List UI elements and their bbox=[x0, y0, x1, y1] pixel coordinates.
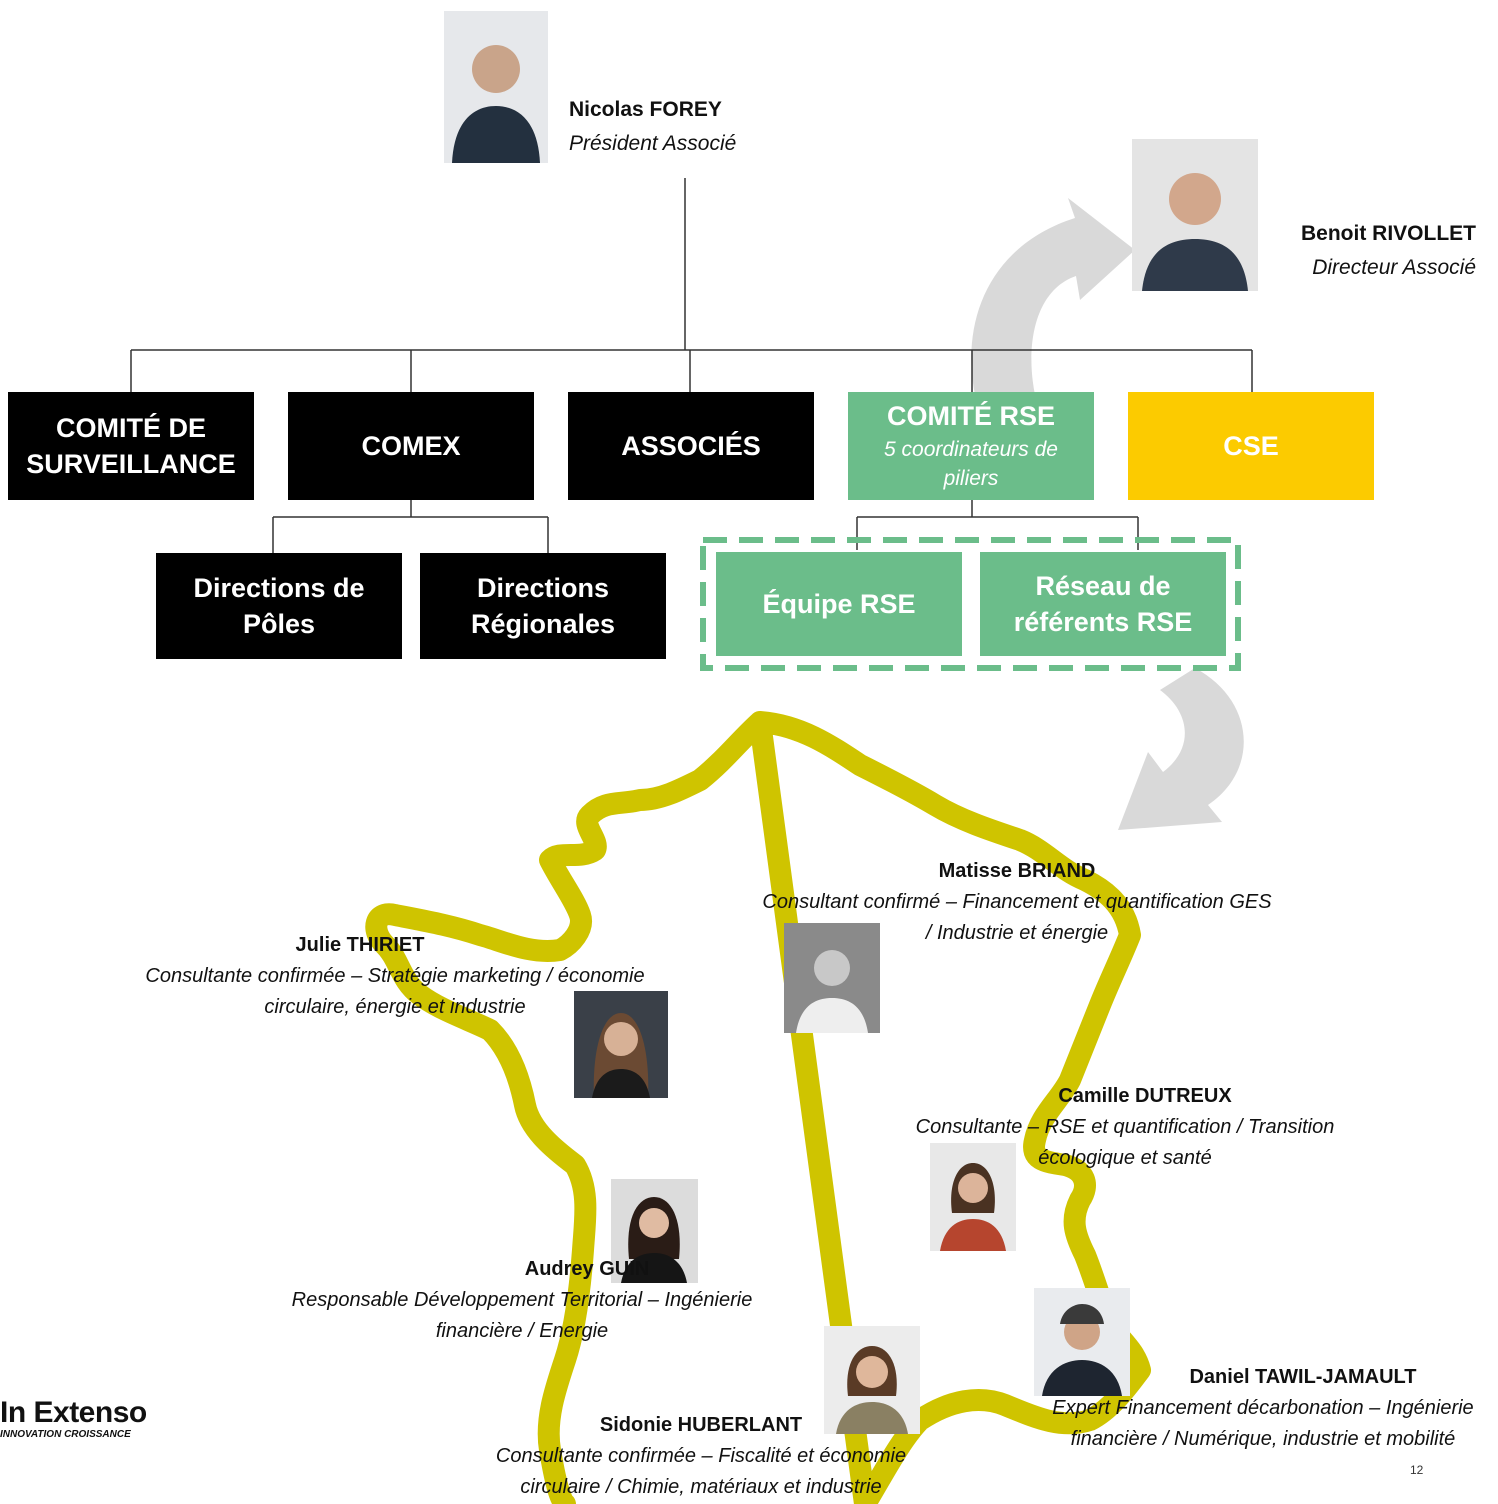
logo-tagline: INNOVATION CROISSANCE bbox=[0, 1429, 131, 1440]
camille-dutreux-name: Camille DUTREUX bbox=[1058, 1085, 1232, 1107]
julie-thiriet-card: Julie THIRIET Consultante confirmée – St… bbox=[110, 930, 680, 1023]
equipe-rse-label: Équipe RSE bbox=[762, 588, 916, 619]
matisse-briand-name: Matisse BRIAND bbox=[938, 860, 1096, 882]
julie-thiriet-role: Consultante confirmée – Stratégie market… bbox=[145, 965, 645, 1018]
audrey-guin-card: Audrey GUIN Responsable Développement Te… bbox=[262, 1254, 782, 1347]
directions-regionales-label: Directions Régionales bbox=[470, 572, 616, 639]
cse-box: CSE bbox=[1128, 392, 1374, 500]
camille-dutreux-photo bbox=[930, 1143, 1016, 1251]
reseau-referents-label: Réseau de référents RSE bbox=[1013, 570, 1193, 637]
camille-dutreux-role: Consultante – RSE et quantification / Tr… bbox=[915, 1116, 1335, 1169]
camille-dutreux-card: Camille DUTREUX Consultante – RSE et qua… bbox=[890, 1081, 1360, 1174]
comite-rse-box: COMITÉ RSE 5 coordinateurs de piliers bbox=[848, 392, 1094, 500]
president-role: Président Associé bbox=[569, 132, 737, 155]
sidonie-huberlant-role: Consultante confirmée – Fiscalité et éco… bbox=[495, 1445, 907, 1498]
julie-thiriet-photo bbox=[574, 991, 668, 1098]
org-connectors bbox=[130, 178, 1253, 553]
france-map-outline bbox=[365, 711, 1151, 1504]
julie-thiriet-name: Julie THIRIET bbox=[295, 934, 425, 956]
comite-surveillance-box: COMITÉ DE SURVEILLANCE bbox=[8, 392, 254, 500]
sidonie-huberlant-card: Sidonie HUBERLANT Consultante confirmée … bbox=[470, 1410, 932, 1503]
daniel-tawil-jamault-photo bbox=[1034, 1288, 1130, 1396]
director-role: Directeur Associé bbox=[1312, 256, 1476, 279]
directions-poles-box: Directions de Pôles bbox=[156, 553, 402, 659]
sidonie-huberlant-name: Sidonie HUBERLANT bbox=[599, 1414, 803, 1436]
benoit-rivollet-photo bbox=[1132, 139, 1258, 291]
comex-label: COMEX bbox=[361, 430, 461, 461]
cycle-arrow bbox=[971, 198, 1244, 830]
matisse-briand-role: Consultant confirmé – Financement et qua… bbox=[762, 891, 1272, 944]
rse-dashed-frame bbox=[700, 537, 1241, 671]
associes-label: ASSOCIÉS bbox=[621, 430, 761, 461]
directions-regionales-box: Directions Régionales bbox=[420, 553, 666, 659]
page-number: 12 bbox=[1410, 1463, 1424, 1477]
daniel-tawil-jamault-name: Daniel TAWIL-JAMAULT bbox=[1189, 1366, 1417, 1388]
reseau-referents-box: Réseau de référents RSE bbox=[980, 552, 1226, 656]
directions-poles-label: Directions de Pôles bbox=[193, 572, 365, 639]
director-block: Benoit RIVOLLET Directeur Associé bbox=[1250, 222, 1476, 280]
cse-label: CSE bbox=[1223, 430, 1279, 461]
president-name-text: Nicolas FOREY bbox=[569, 98, 722, 121]
director-name: Benoit RIVOLLET bbox=[1301, 222, 1476, 245]
logo-brand: In Extenso bbox=[0, 1396, 147, 1429]
comite-surveillance-label: COMITÉ DE SURVEILLANCE bbox=[26, 412, 236, 479]
associes-box: ASSOCIÉS bbox=[568, 392, 814, 500]
sidonie-huberlant-photo bbox=[824, 1326, 920, 1434]
matisse-briand-card: Matisse BRIAND Consultant confirmé – Fin… bbox=[760, 856, 1274, 949]
president-name: Nicolas FOREY Président Associé bbox=[569, 98, 736, 156]
in-extenso-logo: In Extenso INNOVATION CROISSANCE bbox=[0, 1396, 160, 1441]
matisse-briand-photo bbox=[784, 923, 880, 1033]
audrey-guin-name: Audrey GUIN bbox=[524, 1258, 650, 1280]
comex-box: COMEX bbox=[288, 392, 534, 500]
comite-rse-title: COMITÉ RSE bbox=[886, 401, 1055, 432]
comite-rse-subtitle: 5 coordinateurs de piliers bbox=[884, 437, 1058, 491]
daniel-tawil-jamault-role: Expert Financement décarbonation – Ingén… bbox=[1052, 1397, 1474, 1450]
audrey-guin-role: Responsable Développement Territorial – … bbox=[291, 1289, 753, 1342]
nicolas-forey-photo bbox=[444, 11, 548, 163]
equipe-rse-box: Équipe RSE bbox=[716, 552, 962, 656]
daniel-tawil-jamault-card: Daniel TAWIL-JAMAULT Expert Financement … bbox=[1028, 1362, 1498, 1455]
audrey-guin-photo bbox=[611, 1179, 698, 1283]
